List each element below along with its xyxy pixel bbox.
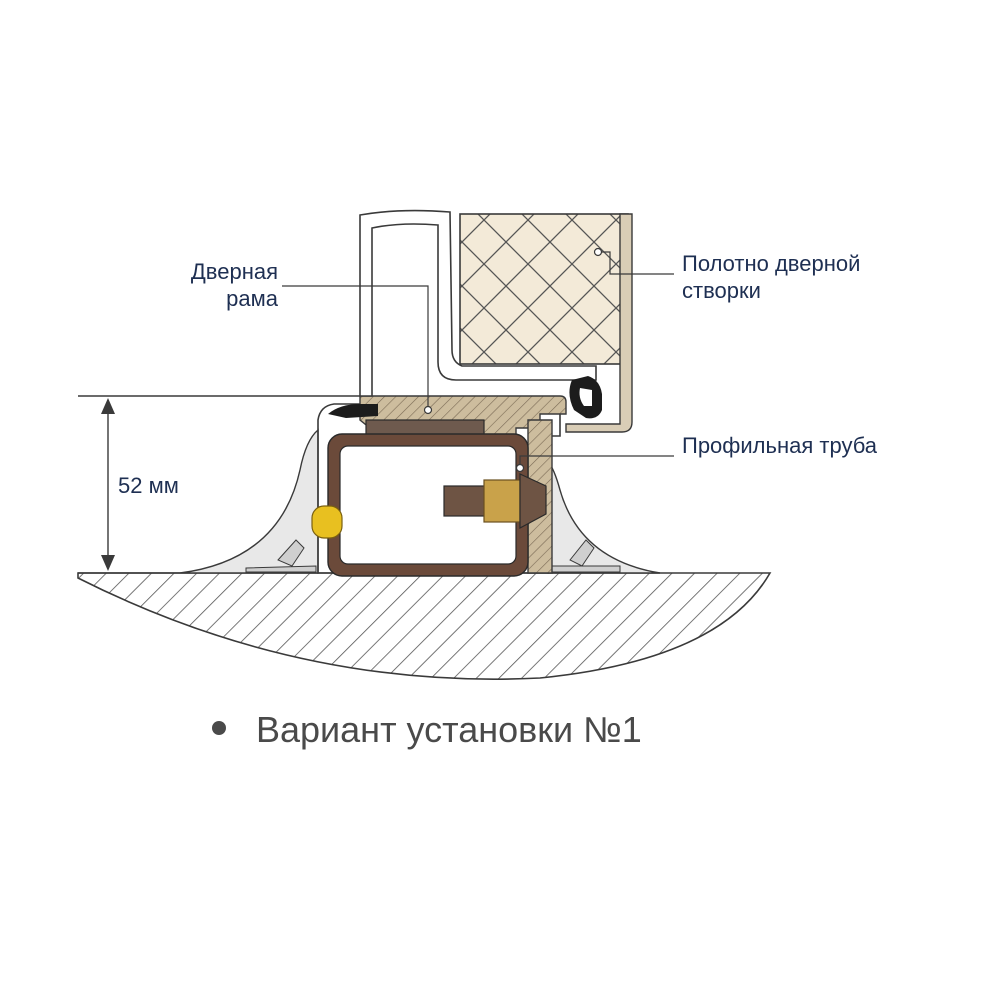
leader-door-leaf-dot xyxy=(593,247,603,257)
label-door-frame-line2: рама xyxy=(226,286,278,311)
left-sealant xyxy=(179,428,319,574)
label-door-leaf-line1: Полотно дверной xyxy=(682,251,861,276)
label-dimension: 52 мм xyxy=(118,473,179,498)
label-door-frame-line1: Дверная xyxy=(190,259,278,284)
label-door-frame: Дверная рама xyxy=(160,258,278,312)
left-seal-strip xyxy=(245,539,317,573)
black-seal xyxy=(328,404,378,418)
dimension-arrow-bottom xyxy=(101,555,115,571)
door-seal-inner xyxy=(579,388,592,406)
bolt-nut xyxy=(483,479,521,523)
bolt-head xyxy=(519,473,547,530)
caption: Вариант установки №1 xyxy=(212,708,642,752)
door-leaf-edge xyxy=(565,213,633,433)
label-door-leaf-line2: створки xyxy=(682,278,761,303)
dimension-arrow-top xyxy=(101,398,115,414)
leader-profile-tube-dot xyxy=(515,463,525,473)
anchor-fastener xyxy=(311,505,343,539)
door-leaf-insulation xyxy=(459,213,629,365)
label-profile-tube: Профильная труба xyxy=(682,433,878,458)
leader-door-frame-dot xyxy=(423,405,433,415)
caption-text: Вариант установки №1 xyxy=(256,709,642,750)
right-sealant xyxy=(547,460,661,574)
leader-door-leaf xyxy=(598,251,674,275)
floor-slab xyxy=(77,572,772,680)
leader-door-frame xyxy=(282,285,429,410)
bullet-icon xyxy=(212,721,226,736)
door-leaf-face xyxy=(359,209,597,397)
label-door-leaf: Полотно дверной створки xyxy=(682,250,860,304)
